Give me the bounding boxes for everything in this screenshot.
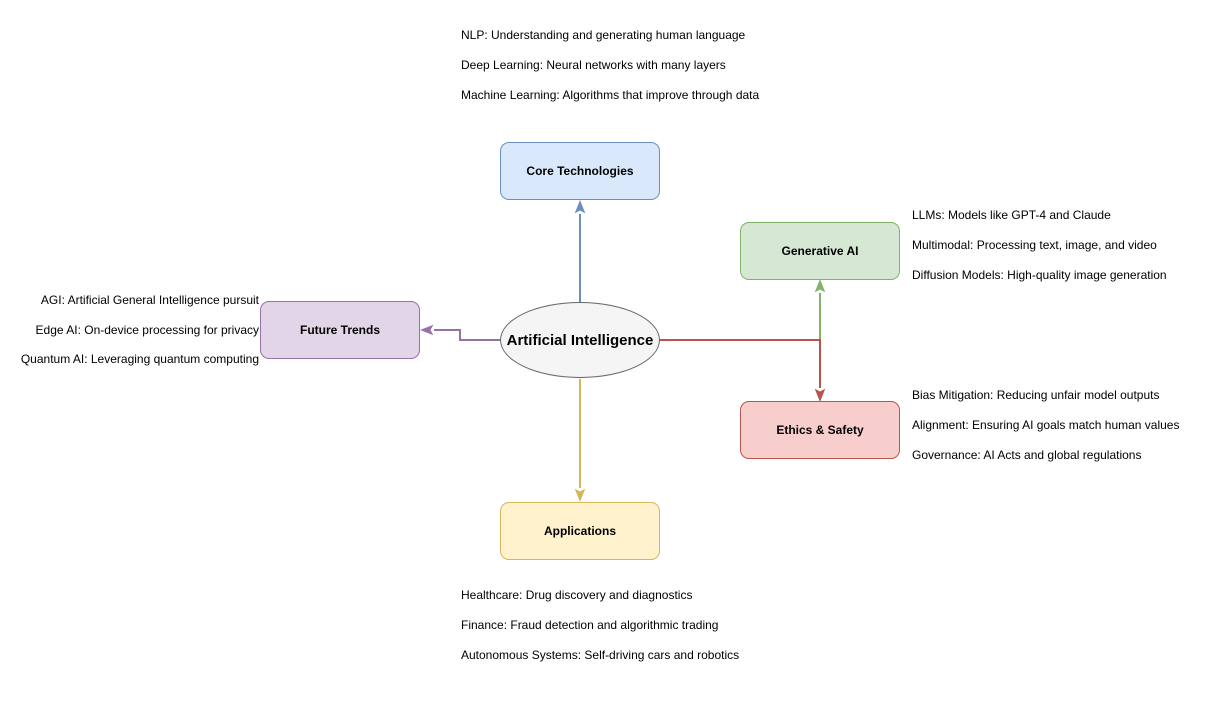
core-technologies-note-3: Machine Learning: Algorithms that improv… [461,88,760,102]
ethics-safety-note-2: Alignment: Ensuring AI goals match human… [912,418,1180,432]
central-topic-label: Artificial Intelligence [506,331,654,349]
node-generative-ai-label: Generative AI [781,244,859,258]
future-trends-note-2: Edge AI: On-device processing for privac… [35,323,259,337]
applications-note-1: Healthcare: Drug discovery and diagnosti… [461,588,693,602]
node-ethics-safety-label: Ethics & Safety [776,423,864,437]
ethics-safety-note-1: Bias Mitigation: Reducing unfair model o… [912,388,1160,402]
node-applications-label: Applications [543,524,616,538]
generative-ai-note-3: Diffusion Models: High-quality image gen… [912,268,1167,282]
core-technologies-note-1: NLP: Understanding and generating human … [461,28,746,42]
applications-note-2: Finance: Fraud detection and algorithmic… [461,618,719,632]
node-future-trends-label: Future Trends [299,323,380,337]
applications-note-3: Autonomous Systems: Self-driving cars an… [461,648,740,662]
node-future-trends: Future Trends [260,301,420,359]
generative-ai-note-1: LLMs: Models like GPT-4 and Claude [912,208,1111,222]
connector-ethics-safety [659,339,821,388]
node-applications: Applications [500,502,660,560]
node-generative-ai: Generative AI [740,222,900,280]
ethics-safety-note-3: Governance: AI Acts and global regulatio… [912,448,1142,462]
arrowhead-generative-ai [814,279,826,293]
central-topic-node: Artificial Intelligence [500,302,660,378]
arrowhead-core-technologies [574,200,586,214]
node-core-technologies-label: Core Technologies [526,164,634,178]
connector-future-trends [434,329,501,341]
arrowhead-ethics-safety [814,388,826,402]
core-technologies-note-2: Deep Learning: Neural networks with many… [461,58,726,72]
node-core-technologies: Core Technologies [500,142,660,200]
future-trends-note-1: AGI: Artificial General Intelligence pur… [40,293,259,307]
arrowhead-future-trends [420,324,434,336]
node-ethics-safety: Ethics & Safety [740,401,900,459]
future-trends-note-3: Quantum AI: Leveraging quantum computing [20,352,259,366]
arrowhead-applications [574,488,586,502]
generative-ai-note-2: Multimodal: Processing text, image, and … [912,238,1157,252]
